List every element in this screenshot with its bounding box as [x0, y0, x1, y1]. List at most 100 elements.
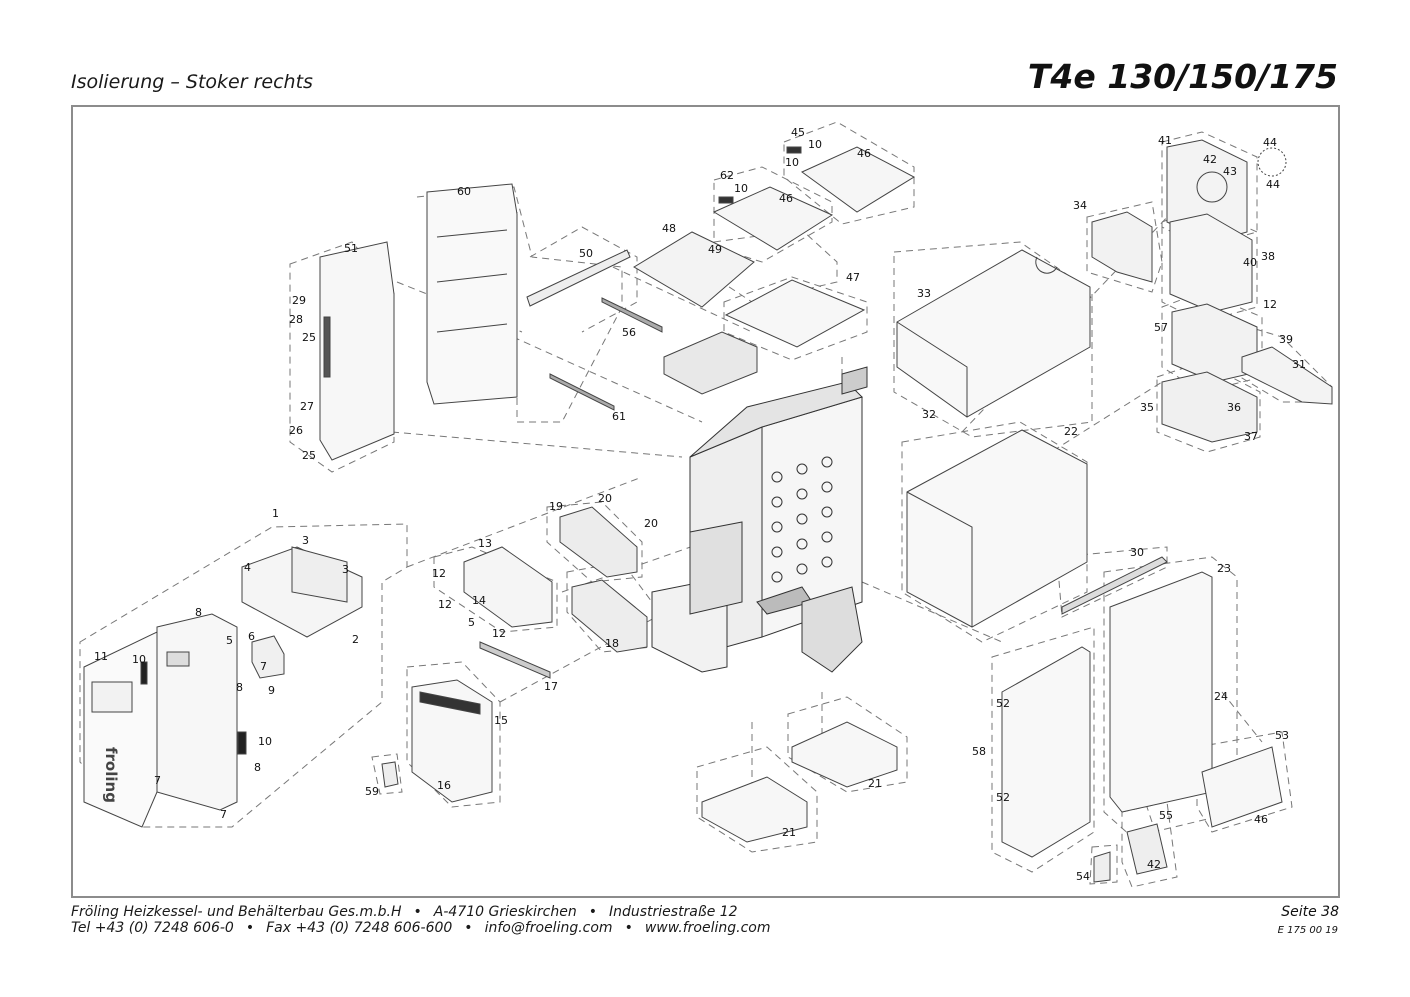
- part-label: 39: [1279, 333, 1293, 346]
- part-label: 52: [996, 697, 1010, 710]
- part-label: 51: [344, 242, 358, 255]
- part-label: 12: [432, 567, 446, 580]
- part-label: 10: [785, 156, 799, 169]
- part-label: 57: [1154, 321, 1168, 334]
- part-label: 33: [917, 287, 931, 300]
- part-label: 23: [1217, 562, 1231, 575]
- part-label: 31: [1292, 358, 1306, 371]
- part-label: 13: [478, 537, 492, 550]
- part-label: 29: [292, 294, 306, 307]
- brand-panel-text: froling: [102, 747, 120, 803]
- part-label: 6: [248, 630, 255, 643]
- part-label: 55: [1159, 809, 1173, 822]
- part-label: 3: [342, 563, 349, 576]
- part-label: 43: [1223, 165, 1237, 178]
- part-label: 30: [1130, 546, 1144, 559]
- part-label: 8: [195, 606, 202, 619]
- part-label: 10: [734, 182, 748, 195]
- document-number: E 175 00 19: [1277, 925, 1338, 936]
- part-label: 8: [254, 761, 261, 774]
- part-label: 5: [226, 634, 233, 647]
- footer-line-1: Fröling Heizkessel- und Behälterbau Ges.…: [71, 904, 738, 920]
- center-parts: [381, 506, 898, 843]
- part-label: 7: [260, 660, 267, 673]
- part-label: 7: [154, 774, 161, 787]
- footer-address: A-4710 Grieskirchen: [433, 904, 577, 920]
- part-label: 56: [622, 326, 636, 339]
- part-label: 44: [1263, 136, 1277, 149]
- part-label: 35: [1140, 401, 1154, 414]
- part-label: 38: [1261, 250, 1275, 263]
- part-labels: 1 2 3 3 4 5 5 6 7 7 7 8 8 8 9 10 10 10 1…: [94, 126, 1306, 883]
- part-label: 61: [612, 410, 626, 423]
- part-label: 22: [1064, 425, 1078, 438]
- part-label: 10: [132, 653, 146, 666]
- part-label: 25: [302, 331, 316, 344]
- part-label: 1: [272, 507, 279, 520]
- footer-line-2: Tel +43 (0) 7248 606-0•Fax +43 (0) 7248 …: [71, 920, 771, 936]
- part-label: 8: [236, 681, 243, 694]
- rear-side-panels: [319, 183, 663, 461]
- footer-web[interactable]: www.froeling.com: [644, 920, 771, 936]
- part-label: 52: [996, 791, 1010, 804]
- part-label: 62: [720, 169, 734, 182]
- part-label: 20: [598, 492, 612, 505]
- exploded-diagram: froling 1 2 3 3 4 5 5 6 7 7 7 8 8 8 9 10…: [79, 121, 1333, 888]
- boiler-body: [651, 366, 868, 673]
- part-label: 59: [365, 785, 379, 798]
- part-label: 28: [289, 313, 303, 326]
- part-label: 17: [544, 680, 558, 693]
- part-label: 47: [846, 271, 860, 284]
- part-label: 49: [708, 243, 722, 256]
- top-covers: [633, 146, 916, 395]
- part-label: 20: [644, 517, 658, 530]
- part-label: 4: [244, 561, 251, 574]
- part-label: 27: [300, 400, 314, 413]
- part-label: 12: [1263, 298, 1277, 311]
- model-title: T4e 130/150/175: [1027, 57, 1338, 96]
- part-label: 16: [437, 779, 451, 792]
- part-label: 2: [352, 633, 359, 646]
- part-label: 15: [494, 714, 508, 727]
- part-label: 26: [289, 424, 303, 437]
- part-label: 10: [258, 735, 272, 748]
- part-label: 42: [1203, 153, 1217, 166]
- part-label: 46: [857, 147, 871, 160]
- part-label: 12: [438, 598, 452, 611]
- part-label: 50: [579, 247, 593, 260]
- part-label: 37: [1244, 430, 1258, 443]
- part-label: 46: [779, 192, 793, 205]
- part-label: 24: [1214, 690, 1228, 703]
- part-label: 14: [472, 594, 486, 607]
- part-label: 58: [972, 745, 986, 758]
- part-label: 46: [1254, 813, 1268, 826]
- page-subtitle: Isolierung – Stoker rechts: [71, 71, 313, 93]
- footer-company: Fröling Heizkessel- und Behälterbau Ges.…: [71, 904, 402, 920]
- part-label: 9: [268, 684, 275, 697]
- part-label: 21: [782, 826, 796, 839]
- front-door-assembly: [83, 546, 363, 828]
- part-label: 42: [1147, 858, 1161, 871]
- part-label: 44: [1266, 178, 1280, 191]
- part-label: 54: [1076, 870, 1090, 883]
- footer-street: Industriestraße 12: [608, 904, 738, 920]
- part-label: 36: [1227, 401, 1241, 414]
- part-label: 41: [1158, 134, 1172, 147]
- page-number: Seite 38: [1281, 904, 1339, 920]
- part-label: 40: [1243, 256, 1257, 269]
- part-label: 32: [922, 408, 936, 421]
- right-insulation: [896, 139, 1333, 883]
- part-label: 12: [492, 627, 506, 640]
- part-label: 53: [1275, 729, 1289, 742]
- part-label: 45: [791, 126, 805, 139]
- footer-email[interactable]: info@froeling.com: [484, 920, 613, 936]
- part-label: 21: [868, 777, 882, 790]
- part-label: 34: [1073, 199, 1087, 212]
- part-label: 18: [605, 637, 619, 650]
- exploded-diagram-frame: froling 1 2 3 3 4 5 5 6 7 7 7 8 8 8 9 10…: [71, 105, 1340, 898]
- part-label: 60: [457, 185, 471, 198]
- part-label: 5: [468, 616, 475, 629]
- part-label: 19: [549, 500, 563, 513]
- part-label: 3: [302, 534, 309, 547]
- footer-tel: Tel +43 (0) 7248 606-0: [71, 920, 234, 936]
